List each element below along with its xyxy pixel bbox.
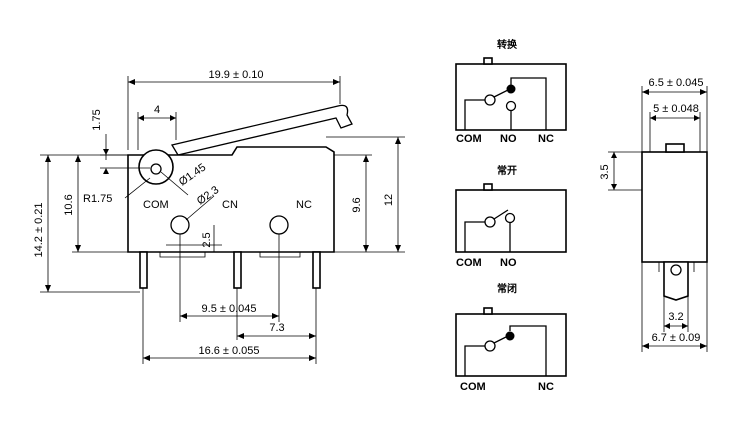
schematic-changeover: 转换 COM NO NC [455,38,567,145]
schematic-normally-closed: 常闭 COM NC [455,282,567,393]
dim-pin-pitch2: 7.3 [269,322,284,334]
terminal-com [139,251,148,289]
title-changeover: 转换 [497,38,518,51]
label-nc: NC [296,199,312,211]
dim-overall-length: 19.9 ± 0.10 [209,69,264,81]
dim-height-total: 14.2 ± 0.21 [33,203,45,258]
title-normally-closed: 常闭 [497,282,517,295]
front-view: 19.9 ± 0.10 4 1.75 R1.75 Ø1.45 Ø2.3 14.2… [33,69,405,364]
terminal-nc [312,251,321,289]
schematic-box [455,313,567,377]
dim-lever-offset: 4 [154,104,160,116]
dim-base-length: 16.6 ± 0.055 [198,345,259,357]
label-no: NO [500,133,517,145]
side-terminal [663,261,689,301]
dim-bottom-width: 6.7 ± 0.09 [652,332,701,344]
dim-pin-pitch: 9.5 ± 0.045 [202,303,257,315]
dim-top-width: 6.5 ± 0.045 [649,77,704,89]
schematic-box [455,189,567,253]
side-view: 6.5 ± 0.045 5 ± 0.048 3.5 3.2 6.7 ± 0.09 [599,77,708,352]
label-cn: CN [222,199,238,211]
label-nc: NC [538,133,554,145]
schematic-normally-open: 常开 COM NO [455,164,567,269]
dim-lever-height: 1.75 [91,109,103,130]
dim-lever-radius: R1.75 [83,193,112,205]
roller-housing [138,149,174,185]
label-com: COM [456,133,482,145]
switch-body [127,146,335,253]
plunger [665,143,685,153]
roller-pin [150,163,162,175]
label-com: COM [456,257,482,269]
title-normally-open: 常开 [497,164,517,177]
dim-inner-width: 5 ± 0.048 [653,103,699,115]
lever-arm [170,104,353,156]
dim-height-right: 9.6 [351,197,363,212]
label-com: COM [460,381,486,393]
label-nc: NC [538,381,554,393]
dim-plunger-height: 3.5 [599,164,611,179]
label-com: COM [143,199,169,211]
label-no: NO [500,257,517,269]
terminal-no [233,251,242,289]
dim-height-body: 10.6 [63,194,75,215]
dim-height-right-full: 12 [383,194,395,206]
dim-hole-offset: 2.5 [201,232,213,247]
dim-terminal-width: 3.2 [668,311,683,323]
side-body [641,151,708,263]
